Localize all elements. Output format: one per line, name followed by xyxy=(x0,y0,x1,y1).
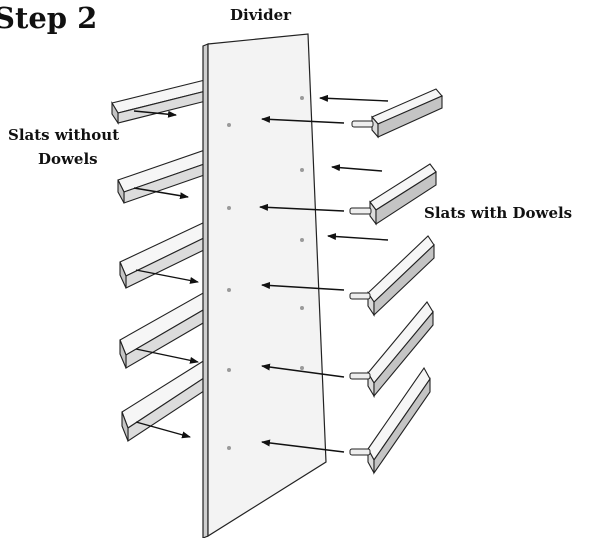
slats-with-dowels xyxy=(349,88,443,475)
slat-without-dowel xyxy=(119,291,211,369)
slat-with-dowel xyxy=(349,301,434,398)
arrow xyxy=(135,348,199,364)
arrow xyxy=(327,233,389,241)
slats-without-dowels-label-line2: Dowels xyxy=(38,150,98,168)
arrow xyxy=(319,94,389,102)
slats-without-dowels xyxy=(111,79,211,443)
slat-with-dowel xyxy=(351,88,443,139)
slat-without-dowel xyxy=(121,359,211,443)
dowel-holes xyxy=(227,96,304,450)
slat-without-dowel xyxy=(111,79,211,125)
step-title: Step 2 xyxy=(0,1,97,35)
slat-without-dowel xyxy=(117,149,211,204)
slat-with-dowel xyxy=(349,366,431,475)
arrow xyxy=(261,439,345,453)
arrow xyxy=(259,203,345,212)
slats-with-dowels-label: Slats with Dowels xyxy=(424,204,572,222)
arrow xyxy=(331,164,383,172)
slats-without-dowels-label-line1: Slats without xyxy=(8,126,119,144)
arrow xyxy=(133,110,177,118)
arrow xyxy=(261,115,345,124)
arrow xyxy=(133,187,189,200)
arrow xyxy=(261,281,345,291)
arrow xyxy=(261,363,345,378)
divider-panel xyxy=(202,33,327,538)
arrows-right-slats xyxy=(259,94,389,453)
arrow xyxy=(135,421,191,439)
arrow xyxy=(135,269,199,284)
arrows-left-slats xyxy=(133,110,199,439)
divider-label: Divider xyxy=(230,6,292,24)
slat-with-dowel xyxy=(349,163,437,226)
slat-without-dowel xyxy=(119,221,211,289)
slat-with-dowel xyxy=(349,235,435,317)
